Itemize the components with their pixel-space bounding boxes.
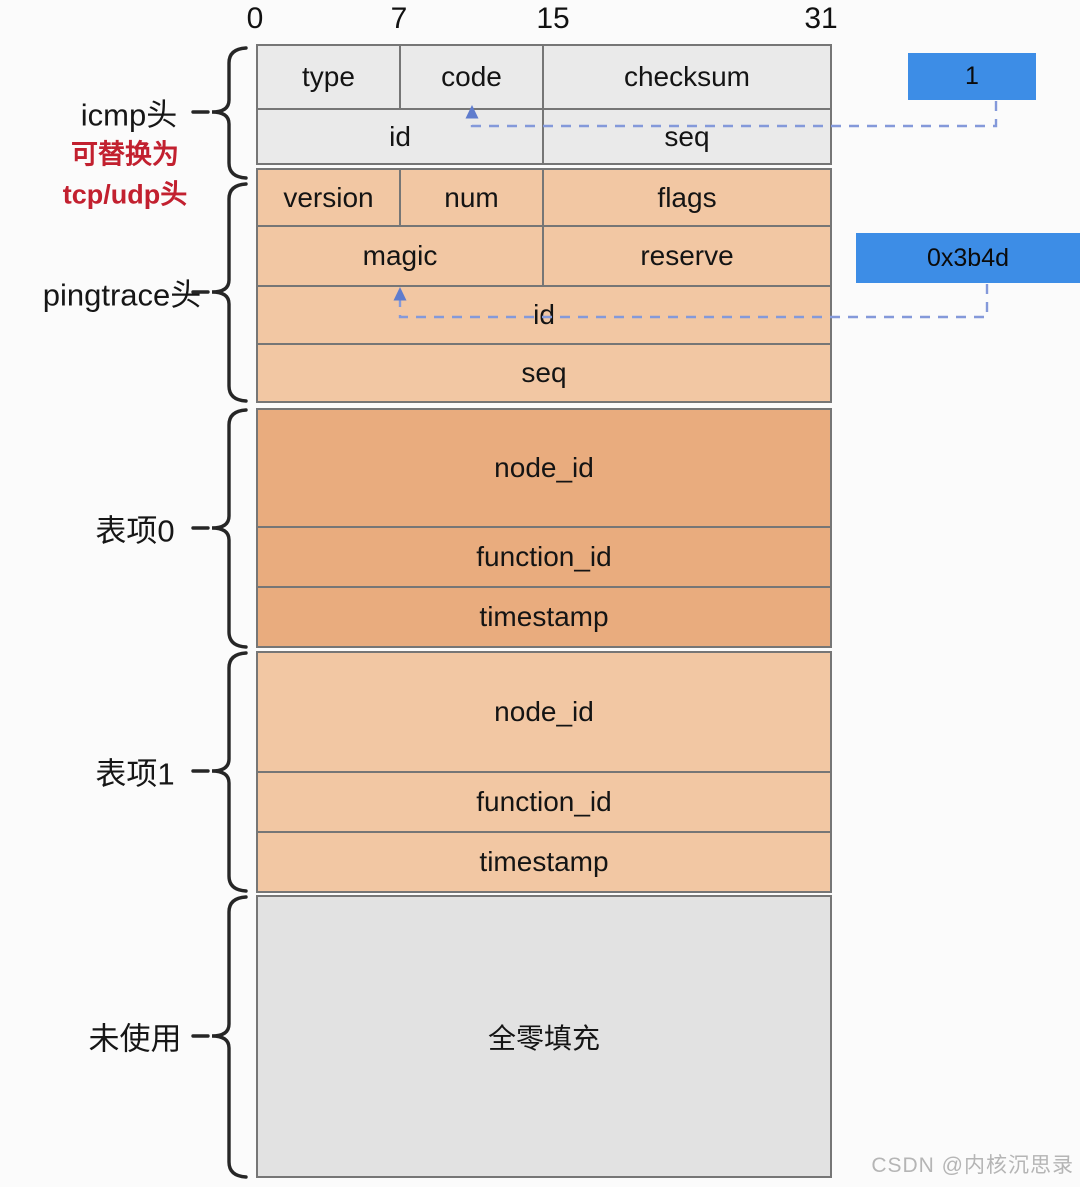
value-box-pingtrace-magic: 0x3b4d	[856, 233, 1080, 283]
bit-ruler-tick-7: 7	[390, 2, 408, 35]
label-entry0: 表项0	[95, 513, 175, 549]
field-icmp-seq: seq	[544, 110, 830, 163]
icmp-row-1: type code checksum	[258, 46, 830, 110]
entry1-section-brace	[211, 651, 248, 893]
label-icmp-note-line2: tcp/udp头	[62, 179, 188, 210]
field-icmp-id: id	[258, 110, 544, 163]
label-entry1: 表项1	[95, 756, 175, 792]
field-icmp-code: code	[401, 46, 544, 108]
field-entry0-function-id: function_id	[258, 528, 830, 586]
entry1-section: node_id function_id timestamp	[256, 651, 832, 893]
field-icmp-checksum: checksum	[544, 46, 830, 108]
entry1-row-function-id: function_id	[258, 773, 830, 833]
pingtrace-header-section: version num flags magic reserve id seq	[256, 168, 832, 403]
entry1-row-node-id: node_id	[258, 653, 830, 773]
label-unused: 未使用	[88, 1021, 182, 1057]
pingtrace-row-2: magic reserve	[258, 227, 830, 287]
field-entry1-timestamp: timestamp	[258, 833, 830, 891]
field-pingtrace-num: num	[401, 170, 544, 225]
pingtrace-row-1: version num flags	[258, 170, 830, 227]
field-pingtrace-reserve: reserve	[544, 227, 830, 285]
bit-ruler-tick-31: 31	[804, 2, 838, 35]
value-box-icmp-id: 1	[908, 53, 1036, 100]
pingtrace-section-brace	[211, 182, 248, 403]
entry1-row-timestamp: timestamp	[258, 833, 830, 891]
pingtrace-row-4: seq	[258, 345, 830, 401]
entry0-section: node_id function_id timestamp	[256, 408, 832, 648]
icmp-header-section: type code checksum id seq	[256, 44, 832, 165]
pingtrace-row-3: id	[258, 287, 830, 345]
csdn-watermark: CSDN @内核沉思录	[871, 1154, 1074, 1177]
entry0-row-node-id: node_id	[258, 410, 830, 528]
label-icmp-note-line1: 可替换为	[71, 139, 179, 170]
field-entry1-function-id: function_id	[258, 773, 830, 831]
field-pingtrace-seq: seq	[258, 345, 830, 401]
unused-section: 全零填充	[256, 895, 832, 1178]
label-pingtrace-header: pingtrace头	[42, 277, 202, 313]
field-pingtrace-magic: magic	[258, 227, 544, 285]
field-pingtrace-id: id	[258, 287, 830, 343]
bit-ruler-tick-0: 0	[246, 2, 264, 35]
entry0-row-function-id: function_id	[258, 528, 830, 588]
field-entry1-node-id: node_id	[258, 653, 830, 771]
entry0-section-brace	[211, 408, 248, 649]
unused-row: 全零填充	[258, 897, 830, 1176]
icmp-row-2: id seq	[258, 110, 830, 163]
bit-ruler-tick-15: 15	[536, 2, 570, 35]
icmp-section-brace	[211, 46, 248, 180]
field-pingtrace-version: version	[258, 170, 401, 225]
field-entry0-timestamp: timestamp	[258, 588, 830, 646]
field-pingtrace-flags: flags	[544, 170, 830, 225]
unused-section-brace	[211, 895, 248, 1179]
label-icmp-header: icmp头	[80, 97, 178, 133]
field-entry0-node-id: node_id	[258, 410, 830, 526]
field-zero-padding: 全零填充	[258, 897, 830, 1176]
entry0-row-timestamp: timestamp	[258, 588, 830, 646]
field-icmp-type: type	[258, 46, 401, 108]
